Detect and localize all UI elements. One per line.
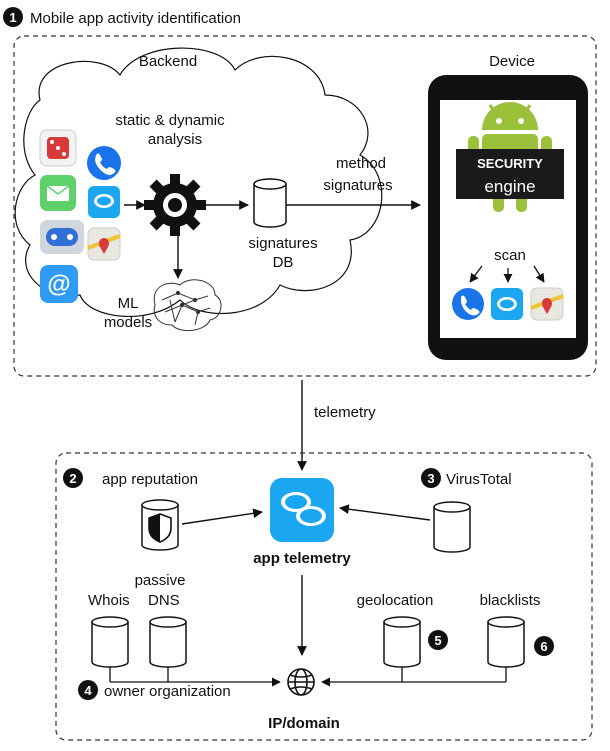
scan-arrow-right [533, 265, 545, 283]
whois-cylinder [91, 616, 129, 668]
badge-4: 4 [78, 680, 98, 700]
svg-text:@: @ [47, 271, 70, 298]
app-reputation-label: app reputation [102, 471, 198, 488]
badge-5: 5 [428, 630, 448, 650]
whois-dns-connector [109, 667, 169, 683]
badge-6: 6 [534, 636, 554, 656]
badge-2: 2 [63, 468, 83, 488]
telemetry-label: telemetry [314, 404, 376, 421]
globe-icon [287, 668, 315, 696]
mail-app-icon [40, 175, 76, 211]
geo-blacklist-connector [401, 667, 507, 683]
app-telemetry-label: app telemetry [253, 550, 351, 567]
ml-models-label-line2: models [104, 314, 152, 331]
chat-app-icon [88, 186, 120, 218]
brain-icon [153, 279, 222, 332]
at-app-icon: @ [40, 265, 78, 303]
badge-1: 1 [3, 7, 23, 27]
gamepad-app-icon [40, 220, 84, 254]
android-icon [456, 102, 564, 212]
blacklists-label: blacklists [480, 592, 541, 609]
ml-models-label-line1: ML [118, 295, 139, 312]
diagram-title: Mobile app activity identification [30, 10, 241, 27]
signatures-db-label-line1: signatures [248, 235, 317, 252]
signatures-db-label-line2: DB [273, 254, 294, 271]
phone-app-icon [87, 146, 121, 180]
backend-label: Backend [139, 53, 197, 70]
device-phone-app-icon [452, 288, 484, 320]
blacklists-cylinder [487, 616, 525, 668]
geolocation-label: geolocation [357, 592, 434, 609]
top-region-border [13, 35, 597, 377]
dice-icon [39, 129, 77, 167]
signatures-db-cylinder [253, 178, 287, 228]
svg-text:6: 6 [540, 639, 547, 654]
gear-icon [144, 174, 206, 236]
virustotal-cylinder [433, 501, 471, 553]
virustotal-label: VirusTotal [446, 471, 512, 488]
scan-arrow-left [469, 265, 483, 283]
passive-dns-label-line2: DNS [148, 592, 180, 609]
svg-text:3: 3 [427, 471, 434, 486]
analysis-label-line1: static & dynamic [115, 112, 225, 129]
svg-text:4: 4 [84, 683, 92, 698]
method-signatures-label-line1: method [336, 155, 386, 172]
passive-dns-label-line1: passive [135, 572, 186, 589]
maps-app-icon [87, 227, 121, 261]
svg-text:5: 5 [434, 633, 441, 648]
passive-dns-cylinder [149, 616, 187, 668]
analysis-label-line2: analysis [148, 131, 202, 148]
whois-label: Whois [88, 592, 130, 609]
engine-label: engine [484, 177, 535, 196]
geolocation-cylinder [383, 616, 421, 668]
reputation-to-telemetry-arrow [181, 508, 263, 525]
security-label: SECURITY [477, 156, 543, 171]
badge-3: 3 [421, 468, 441, 488]
virustotal-to-telemetry-arrow [339, 504, 431, 521]
scan-label: scan [494, 247, 526, 264]
ip-domain-label: IP/domain [268, 715, 340, 732]
bottom-region-border [55, 452, 593, 741]
device-chat-app-icon [491, 288, 523, 320]
owner-organization-label: owner organization [104, 683, 231, 700]
shield-icon [148, 513, 172, 543]
device-maps-app-icon [530, 287, 564, 321]
svg-text:1: 1 [9, 10, 16, 25]
method-signatures-label-line2: signatures [323, 177, 392, 194]
device-label: Device [489, 53, 535, 70]
svg-text:2: 2 [69, 471, 76, 486]
app-telemetry-icon [270, 478, 334, 542]
